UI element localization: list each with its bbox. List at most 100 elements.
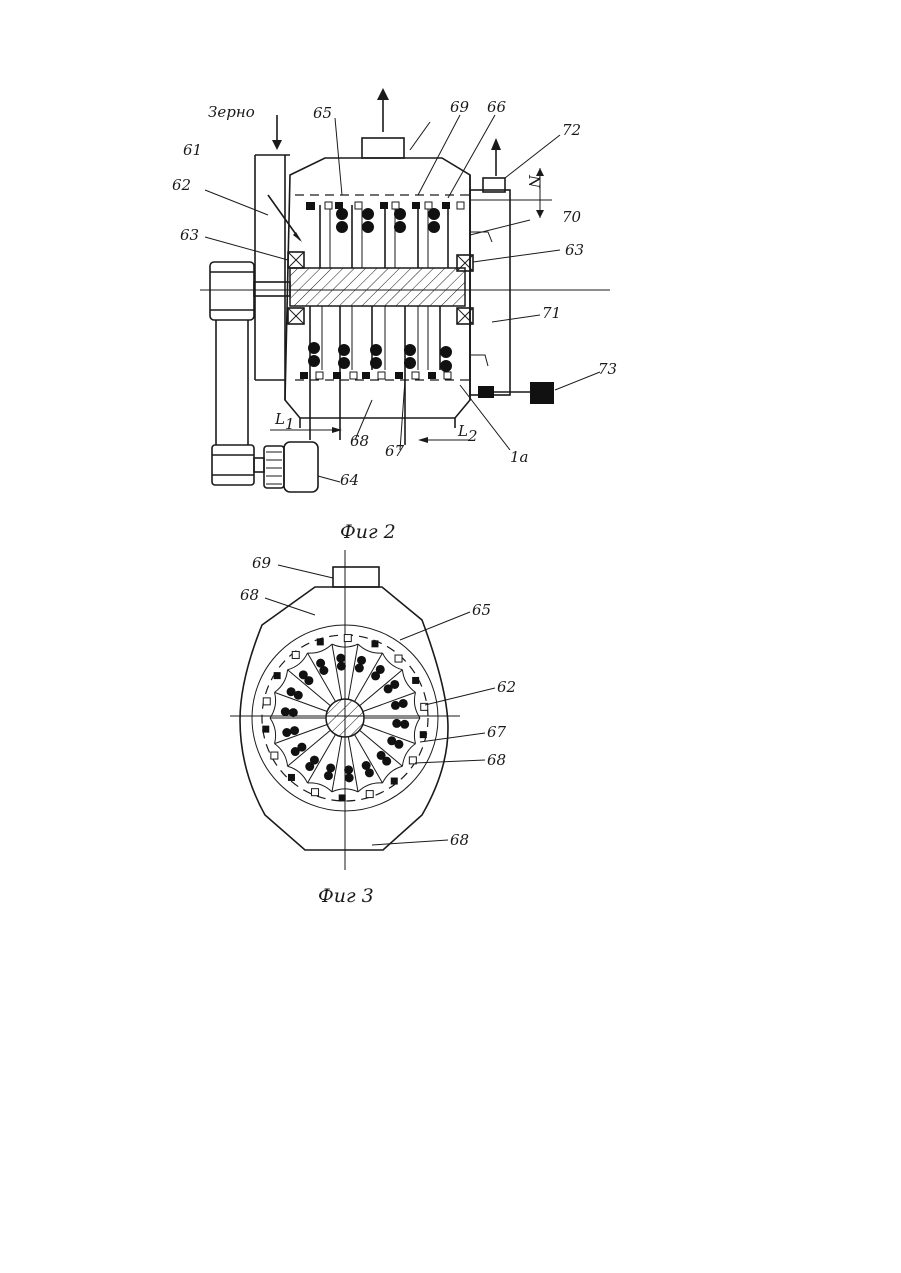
label-68: 68 [350, 432, 369, 450]
beater [305, 762, 314, 771]
figure-2: Зерно 61 62 63 65 69 66 72 N 70 63 71 73… [172, 88, 617, 543]
sensor-unit [478, 382, 554, 404]
blade-arc [414, 718, 420, 744]
label-67: 67 [487, 723, 507, 741]
beater [355, 664, 364, 673]
figure-3: 69 68 65 62 67 68 68 Фиг 3 [230, 550, 516, 907]
beater [337, 662, 346, 671]
beater [324, 771, 333, 780]
label-62: 62 [497, 678, 516, 696]
rim-pad [262, 726, 269, 733]
blade-arc [358, 644, 382, 653]
rim-pad [271, 752, 278, 759]
label-68-right: 68 [487, 751, 506, 769]
label-1a: 1а [510, 448, 529, 466]
rim-pad [274, 672, 281, 679]
beater [365, 768, 374, 777]
blade-arc [270, 692, 276, 718]
label-65: 65 [472, 601, 491, 619]
beater [326, 763, 335, 772]
rim-pad [317, 638, 324, 645]
central-shaft [326, 699, 364, 737]
label-70: 70 [562, 208, 582, 226]
label-L1-sub: 1 [285, 415, 295, 433]
label-72: 72 [562, 121, 581, 139]
label-L2-sub: 2 [467, 427, 478, 445]
beater [344, 765, 353, 774]
top-outlet [362, 88, 404, 158]
flow-arrow-lower [470, 355, 488, 366]
beater [376, 665, 385, 674]
spoke [275, 724, 328, 743]
beater [291, 747, 300, 756]
label-68-bottom: 68 [450, 831, 469, 849]
beater [382, 757, 391, 766]
beater [345, 773, 354, 782]
label-64: 64 [340, 471, 359, 489]
rim-pad [420, 731, 427, 738]
rim-pad [344, 635, 351, 642]
label-63-left: 63 [180, 226, 199, 244]
blade-arc [414, 692, 420, 718]
rim-pad [292, 651, 299, 658]
beater [289, 708, 298, 717]
figure-3-caption: Фиг 3 [318, 885, 374, 907]
spoke [332, 737, 342, 792]
label-69: 69 [252, 554, 272, 572]
spoke [360, 730, 403, 766]
beater [299, 670, 308, 679]
rim-pad [312, 789, 319, 796]
dimension-lines [270, 427, 470, 443]
beater [287, 687, 296, 696]
rim-pad [391, 778, 398, 785]
beater [400, 720, 409, 729]
beater [357, 656, 366, 665]
label-N: N [525, 174, 543, 189]
rim-pad [263, 698, 270, 705]
beater [282, 728, 291, 737]
label-62: 62 [172, 176, 191, 194]
beater [394, 740, 403, 749]
rim-pad [395, 655, 402, 662]
grain-inlet [255, 115, 302, 380]
beater [399, 699, 408, 708]
beater [316, 659, 325, 668]
motor [254, 442, 318, 492]
blade-arc [308, 644, 332, 653]
beater [281, 707, 290, 716]
label-L1: L [274, 410, 285, 428]
beater [392, 719, 401, 728]
rim-pad [371, 640, 378, 647]
rim-pad [366, 791, 373, 798]
rotor-blades-lower [310, 306, 440, 445]
rotor-shaft [200, 268, 610, 306]
label-69: 69 [450, 98, 470, 116]
spoke [363, 692, 416, 711]
label-71: 71 [542, 304, 561, 322]
beater [290, 726, 299, 735]
label-63-right: 63 [565, 241, 584, 259]
grain-label: Зерно [208, 103, 255, 121]
rim-pad [288, 774, 295, 781]
beater [390, 680, 399, 689]
label-68-top: 68 [240, 586, 259, 604]
rim-pad [412, 677, 419, 684]
beater [391, 701, 400, 710]
label-73: 73 [598, 360, 617, 378]
beater [336, 654, 345, 663]
label-L2: L [457, 422, 468, 440]
rim-pad [339, 794, 346, 801]
label-61: 61 [183, 141, 202, 159]
spoke [348, 737, 358, 792]
blade-arc [270, 718, 276, 744]
figure-2-caption: Фиг 2 [340, 521, 396, 543]
label-65: 65 [313, 104, 332, 122]
bottom-hopper [300, 418, 455, 428]
beaters-lower [300, 342, 452, 379]
spoke [288, 670, 331, 706]
label-66: 66 [487, 98, 507, 116]
spoke [348, 644, 358, 699]
spoke [332, 644, 342, 699]
label-67: 67 [385, 442, 405, 460]
